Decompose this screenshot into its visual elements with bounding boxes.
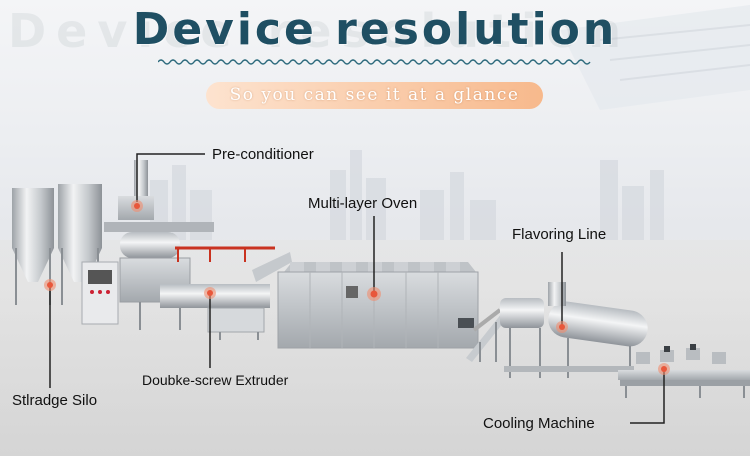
cooling-machine	[618, 344, 750, 398]
markers	[44, 200, 670, 375]
title-underline-wave	[158, 59, 591, 65]
page-title: Device resolution	[132, 4, 618, 55]
leader-lines	[49, 153, 665, 424]
multi-layer-oven-machine	[277, 262, 502, 349]
marker-flavoring	[556, 321, 568, 333]
extruder-machine	[119, 246, 292, 340]
label-extruder: Doubke-screw Extruder	[142, 372, 289, 388]
marker-silo	[44, 279, 56, 291]
watermark-text: Device resolution	[8, 4, 632, 58]
control-cabinet	[81, 261, 119, 325]
subtitle-pill: So you can see it at a glance	[206, 82, 543, 109]
marker-cooling	[658, 363, 670, 375]
label-silo: Stlradge Silo	[12, 392, 98, 409]
label-flavoring: Flavoring Line	[512, 226, 607, 243]
label-oven: Multi-layer Oven	[308, 195, 418, 212]
marker-extruder	[204, 287, 216, 299]
storage-silo-machine	[12, 184, 102, 305]
marker-oven	[367, 287, 381, 301]
preconditioner-machine	[104, 160, 214, 258]
flavoring-machine	[500, 282, 648, 378]
marker-preconditioner	[131, 200, 143, 212]
label-preconditioner: Pre-conditioner	[212, 146, 314, 163]
label-cooling: Cooling Machine	[483, 415, 595, 432]
